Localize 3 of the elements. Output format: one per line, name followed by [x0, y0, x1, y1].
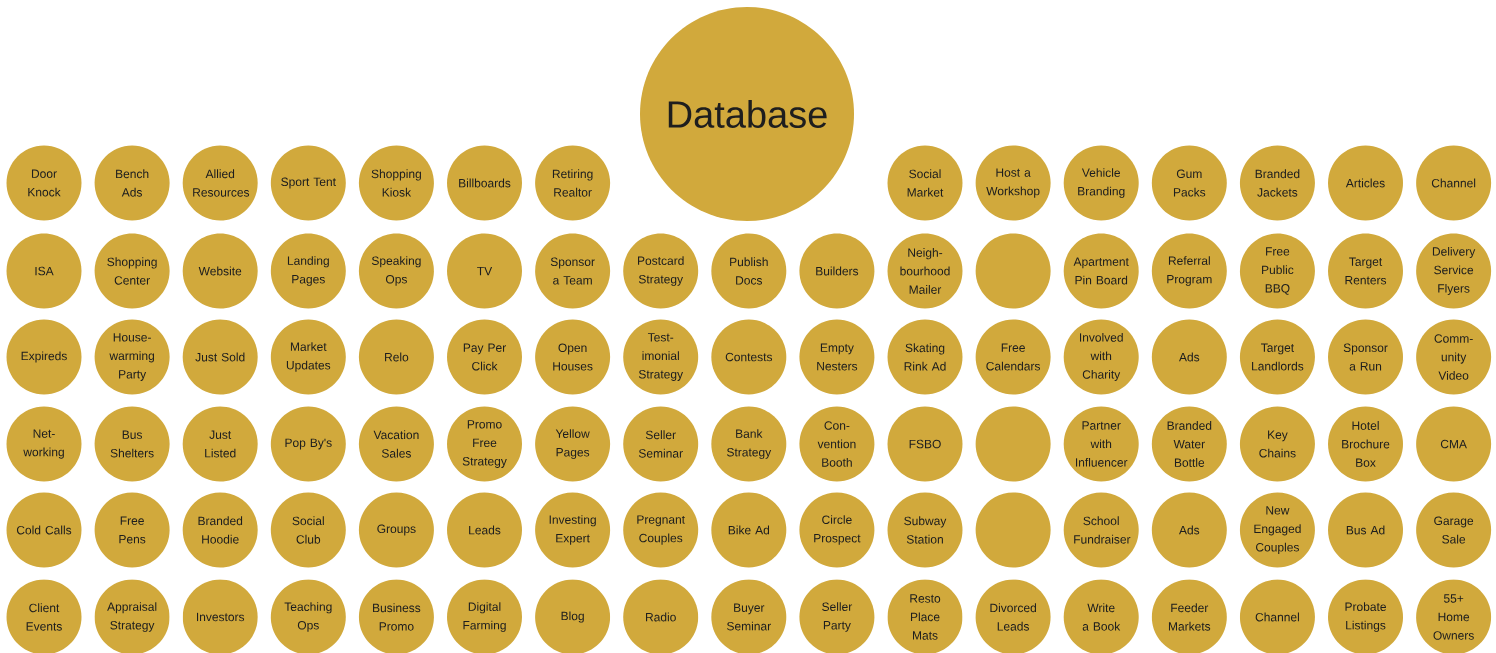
idea-circle — [975, 233, 1051, 309]
idea-circle — [975, 406, 1051, 482]
idea-circle — [975, 492, 1051, 568]
